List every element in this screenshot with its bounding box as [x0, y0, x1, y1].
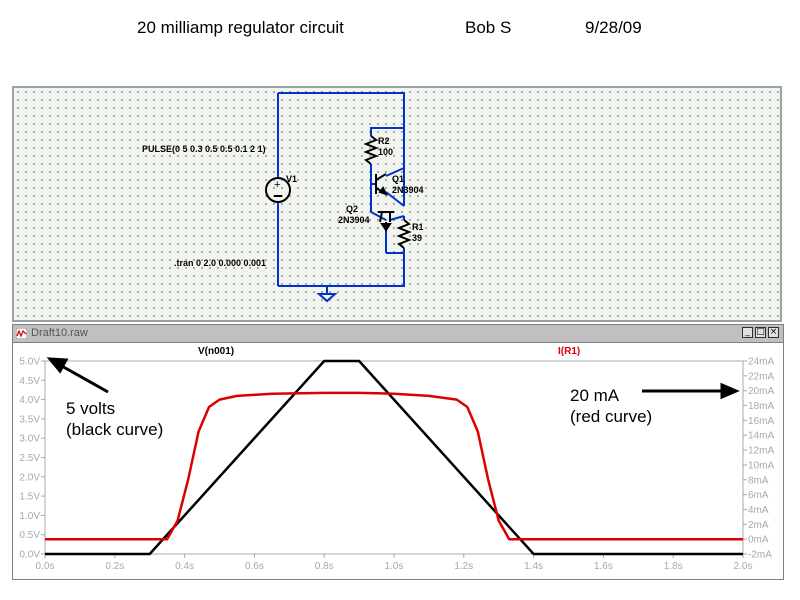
r2-top-wire [370, 127, 404, 136]
r1-symbol [396, 219, 412, 249]
annotation-left-line1: 5 volts [66, 399, 116, 418]
y-right-tick-label: 4mA [748, 505, 769, 516]
trace-label-current[interactable]: I(R1) [558, 346, 581, 357]
r1-value-label[interactable]: 39 [412, 233, 423, 243]
y-left-tick-label: 2.5V [19, 453, 40, 464]
maximize-button[interactable]: □ [755, 327, 766, 338]
y-left-tick-label: 4.5V [19, 376, 40, 387]
waveform-icon [16, 328, 27, 339]
y-right-tick-label: 20mA [748, 386, 774, 397]
x-tick-label: 1.4s [524, 561, 543, 572]
minimize-button[interactable]: _ [742, 327, 753, 338]
y-right-tick-label: 6mA [748, 490, 769, 501]
svg-text:+: + [274, 179, 280, 191]
y-left-tick-label: 4.0V [19, 395, 40, 406]
q1-name-label[interactable]: Q1 [392, 174, 405, 184]
v1-symbol: + [265, 177, 291, 203]
y-right-tick-label: 22mA [748, 371, 774, 382]
author-label: Bob S [465, 18, 512, 37]
x-tick-label: 1.0s [385, 561, 404, 572]
x-tick-label: 0.6s [245, 561, 264, 572]
plot-traces [45, 359, 743, 556]
x-tick-label: 1.6s [594, 561, 613, 572]
ground-symbol [316, 293, 338, 303]
q2-name-label[interactable]: Q2 [346, 204, 359, 214]
y-right-tick-label: 2mA [748, 520, 769, 531]
y-left-tick-label: 1.0V [19, 511, 40, 522]
y-right-tick-label: 12mA [748, 446, 774, 457]
tran-directive-label[interactable]: .tran 0 2.0 0.000 0.001 [174, 258, 267, 268]
annotation-left: 5 volts (black curve) [66, 398, 163, 440]
annotation-right-line1: 20 mA [570, 386, 620, 405]
y-right-tick-label: 10mA [748, 460, 774, 471]
right-arrow-head [720, 382, 740, 400]
annotation-right: 20 mA (red curve) [570, 385, 652, 427]
q2-symbol [378, 211, 394, 232]
x-tick-label: 0.4s [175, 561, 194, 572]
x-tick-label: 0.0s [36, 561, 55, 572]
waveform-window[interactable]: Draft10.raw _ □ × 0.0s 0.2s 0.4s 0.6s 0.8s 1.… [12, 324, 784, 580]
r2-value-label[interactable]: 100 [378, 147, 394, 157]
y-right-tick-label: 24mA [748, 357, 774, 368]
y-left-tick-label: 1.5V [19, 492, 40, 503]
y-left-tick-label: 0.5V [19, 530, 40, 541]
date-label: 9/28/09 [585, 18, 642, 37]
y-left-tick-label: 5.0V [19, 357, 40, 368]
x-tick-label: 2.0s [734, 561, 753, 572]
x-tick-label: 0.2s [105, 561, 124, 572]
y-left-tick-label: 0.0V [19, 550, 40, 561]
bottom-wire [278, 248, 405, 287]
close-button[interactable]: × [768, 327, 779, 338]
y-right-tick-label: 18mA [748, 401, 774, 412]
v1-name-label[interactable]: V1 [286, 174, 298, 184]
window-title-bar[interactable]: Draft10.raw _ □ × [13, 325, 783, 343]
trace-label-voltage[interactable]: V(n001) [198, 346, 235, 357]
y-left-tick-label: 2.0V [19, 472, 40, 483]
annotation-left-line2: (black curve) [66, 420, 164, 439]
y-left-tick-label: 3.5V [19, 414, 40, 425]
r1-name-label[interactable]: R1 [412, 222, 424, 232]
y-right-tick-label: 16mA [748, 416, 774, 427]
x-tick-label: 1.8s [664, 561, 683, 572]
schematic-drawing: + [265, 92, 412, 303]
q2-model-label[interactable]: 2N3904 [338, 215, 370, 225]
q1-symbol [375, 173, 388, 196]
left-arrow-line [59, 363, 109, 394]
y-right-tick-label: 14mA [748, 431, 774, 442]
waveform-plot[interactable]: 0.0s 0.2s 0.4s 0.6s 0.8s 1.0s 1.2s 1.4s 1.6s 1.8s… [13, 343, 783, 579]
y-right-tick-label: 0mA [748, 535, 769, 546]
y-right-tick-label: 8mA [748, 475, 769, 486]
left-arrow-head [46, 357, 69, 374]
trace-voltage [45, 359, 743, 556]
pulse-spec-label[interactable]: PULSE(0 5 0.3 0.5 0.5 0.1 2 1) [142, 144, 266, 154]
schematic-canvas[interactable]: + PULSE(0 5 0.3 0.5 0.5 0.1 2 1) V1 .tra… [12, 86, 782, 322]
r2-name-label[interactable]: R2 [378, 136, 390, 146]
q1-model-label[interactable]: 2N3904 [392, 185, 424, 195]
schematic-wires [277, 92, 405, 294]
y-right-tick-label: -2mA [748, 550, 772, 561]
y-left-tick-label: 3.0V [19, 434, 40, 445]
plot-axes: 0.0s 0.2s 0.4s 0.6s 0.8s 1.0s 1.2s 1.4s 1.6s 1.8s… [19, 357, 774, 573]
x-tick-label: 0.8s [315, 561, 334, 572]
annotation-right-line2: (red curve) [570, 407, 653, 426]
r2-symbol [363, 135, 379, 165]
page-title: 20 milliamp regulator circuit [137, 18, 344, 37]
trace-current [45, 391, 743, 541]
window-title: Draft10.raw [31, 327, 88, 339]
x-tick-label: 1.2s [454, 561, 473, 572]
